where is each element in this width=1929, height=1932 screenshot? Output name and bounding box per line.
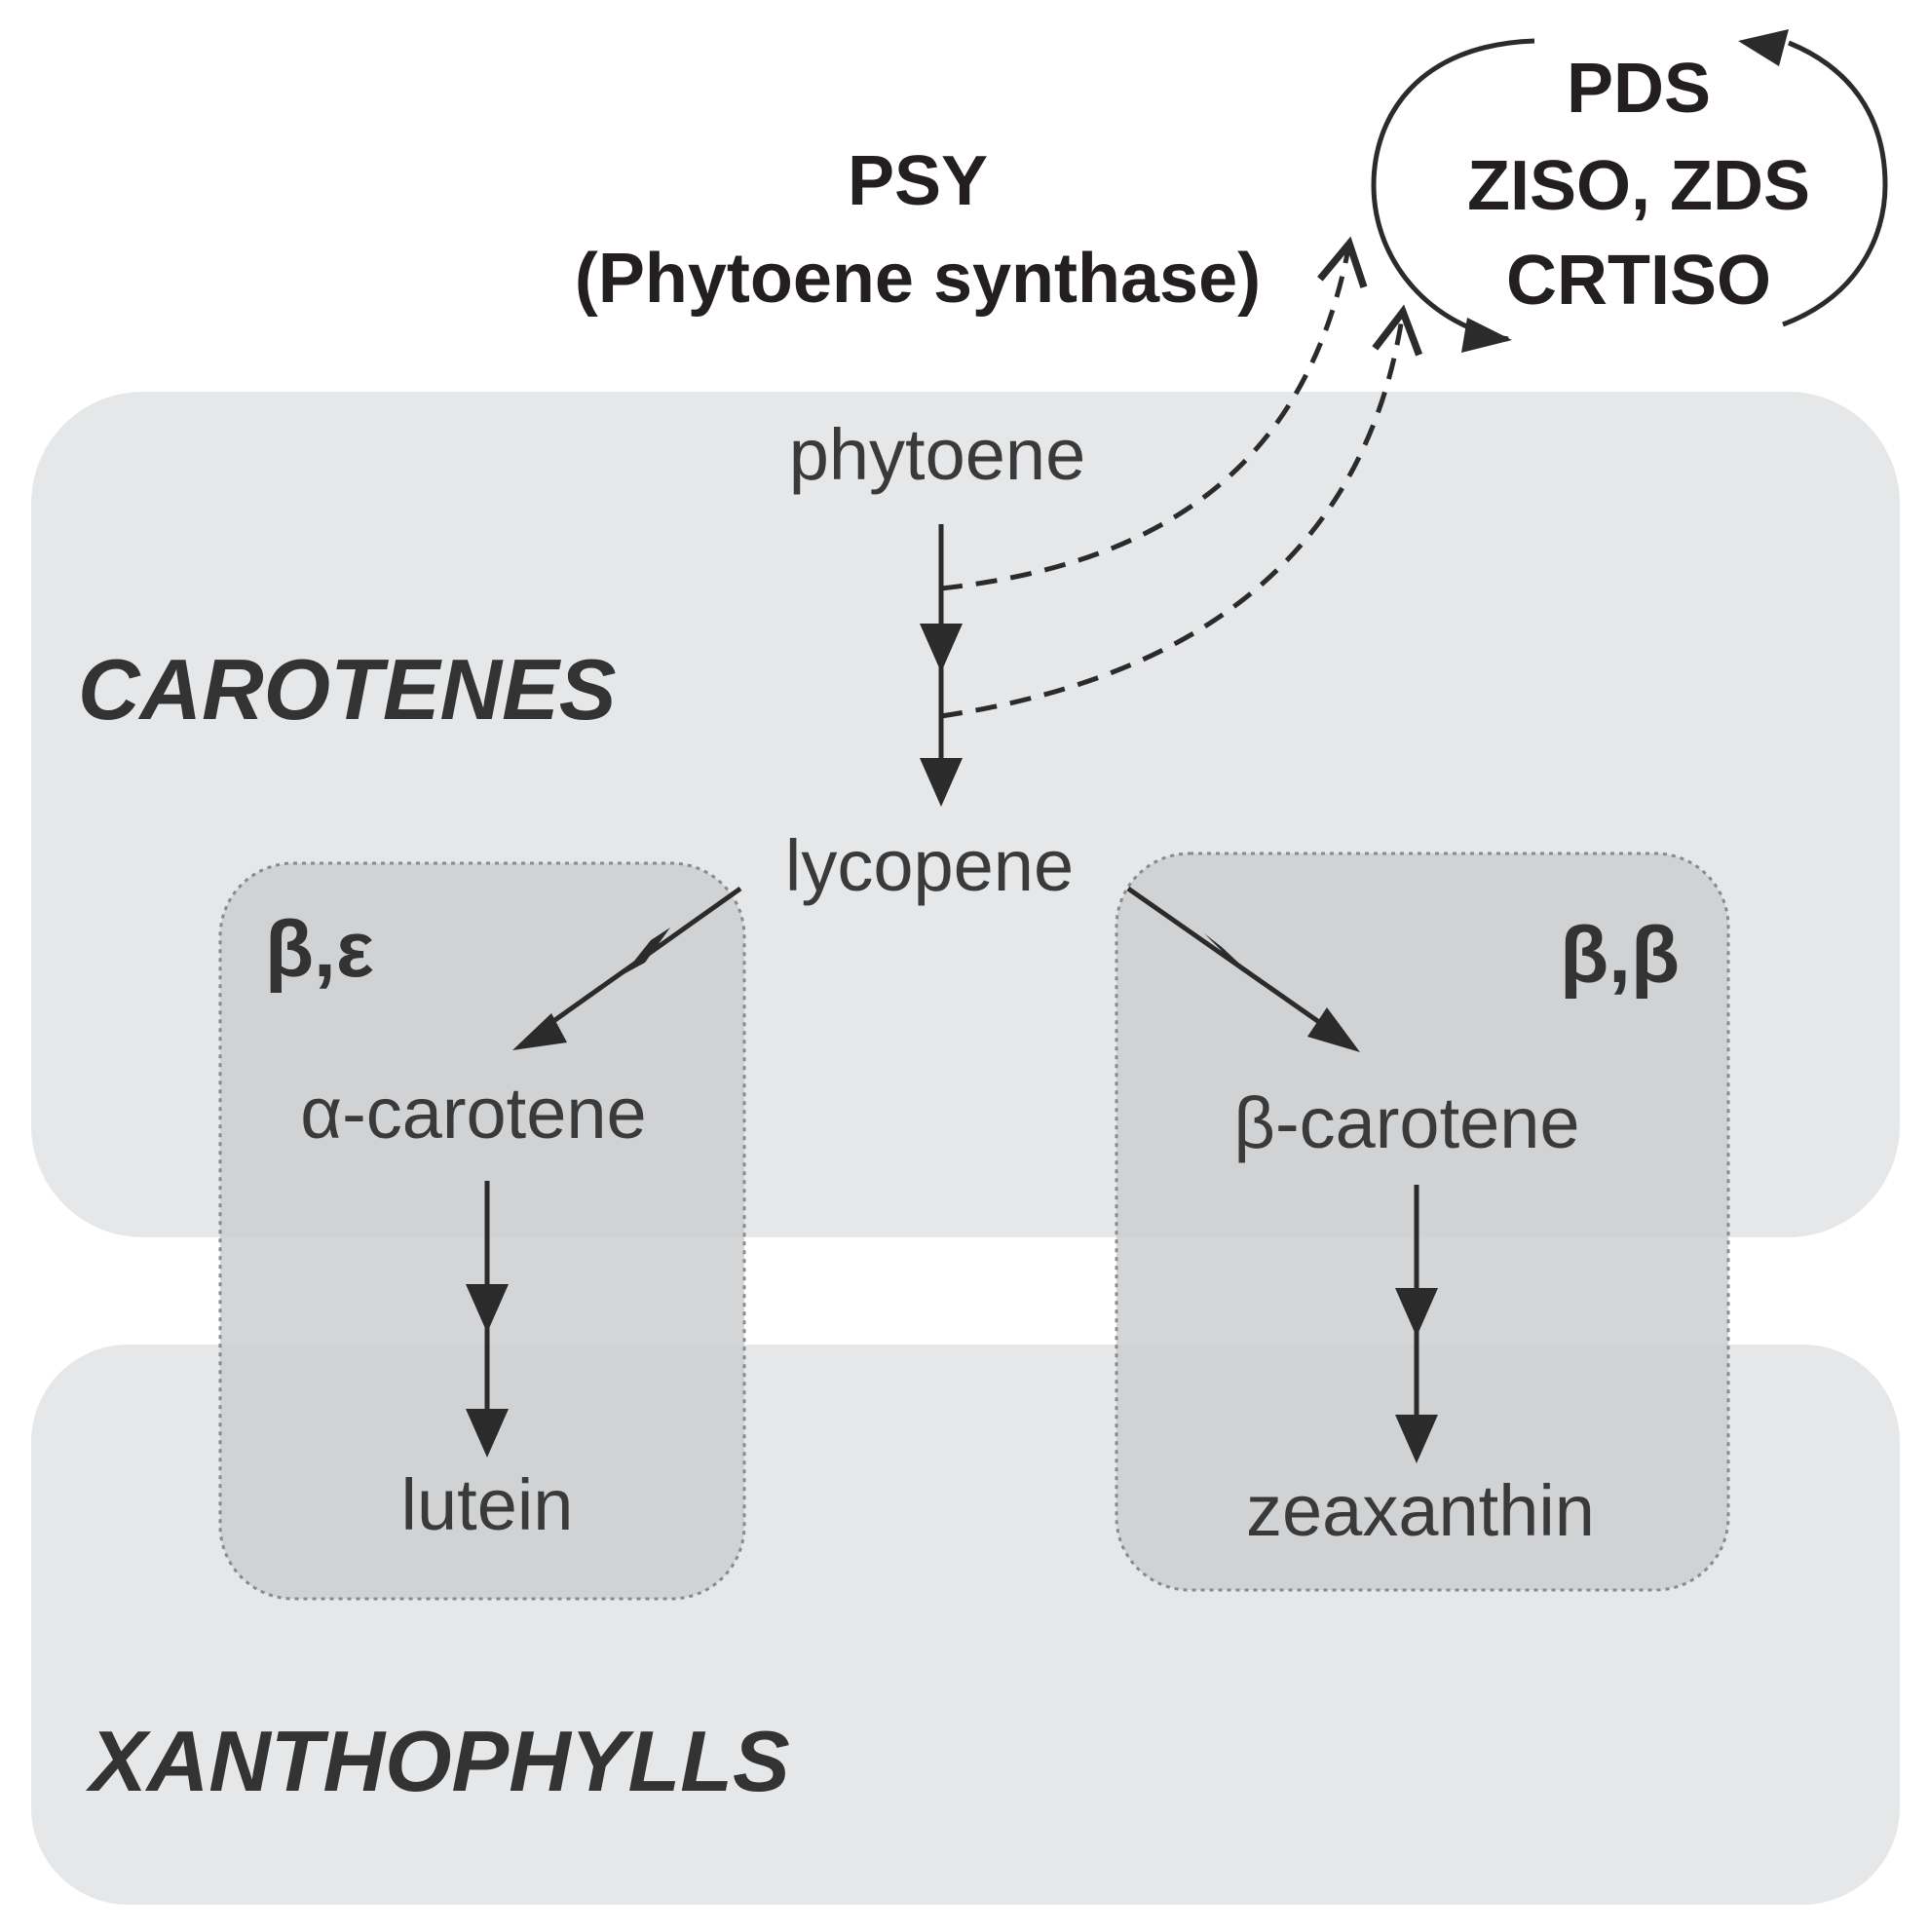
crtiso-label: CRTISO [1506, 242, 1771, 320]
cycle-arrowhead-bottom [1461, 318, 1512, 353]
cycle-arrowhead-top [1738, 29, 1789, 66]
cycle-arrow-right [1782, 40, 1888, 327]
ziso-zds-label: ZISO, ZDS [1467, 147, 1810, 225]
phytoene-step2-arrowhead [920, 758, 963, 807]
beta-beta-label: β,β [1560, 911, 1680, 1000]
lutein-step1-arrowhead [466, 1284, 509, 1333]
alpha-branch-mid-arrowhead [624, 928, 670, 974]
psy-label: PSY [848, 142, 988, 220]
beta-epsilon-label: β,ε [265, 905, 374, 994]
zeaxanthin-step1-arrowhead [1395, 1288, 1438, 1337]
psy-full-name: (Phytoene synthase) [575, 240, 1261, 318]
beta-epsilon-branch-box [218, 861, 746, 1601]
desaturase-dashed-arrow [940, 304, 1423, 719]
beta-branch-mid-arrowhead [1204, 933, 1251, 974]
zeaxanthin-step2-arrowhead [1395, 1415, 1438, 1463]
lutein-label: lutein [401, 1464, 574, 1545]
beta-branch-end-arrowhead [1307, 1007, 1360, 1052]
beta-carotene-label: β-carotene [1233, 1082, 1579, 1163]
xanthophylls-label: XANTHOPHYLLS [85, 1713, 790, 1809]
alpha-branch-end-arrowhead [512, 1013, 567, 1050]
psy-dashed-arrow [940, 236, 1368, 591]
alpha-carotene-label: α-carotene [300, 1073, 646, 1154]
lutein-step2-arrowhead [466, 1409, 509, 1458]
carotenes-label: CAROTENES [78, 641, 617, 738]
phytoene-step1-arrowhead [920, 624, 963, 672]
zeaxanthin-label: zeaxanthin [1246, 1470, 1595, 1551]
pds-label: PDS [1567, 50, 1711, 128]
beta-beta-branch-box [1115, 852, 1730, 1592]
phytoene-label: phytoene [789, 414, 1086, 495]
cycle-arrow-left [1371, 38, 1535, 342]
lycopene-label: lycopene [785, 825, 1074, 906]
